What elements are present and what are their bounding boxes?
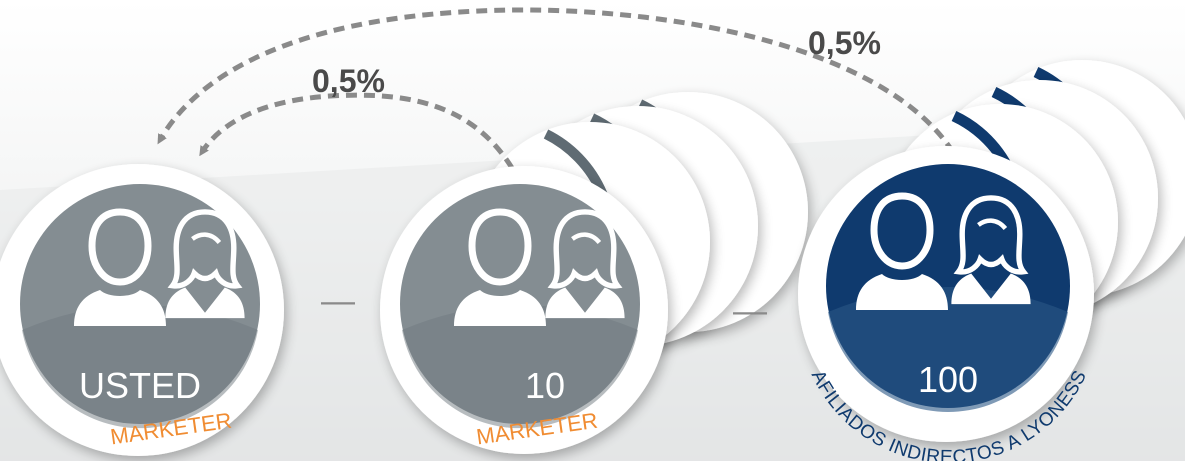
arrow-label-outer: 0,5% [808, 25, 881, 61]
node-100-number: 100 [918, 359, 978, 400]
node-usted-number: USTED [79, 365, 201, 406]
connector-dash-2: — [733, 292, 767, 330]
arrow-inner [199, 92, 515, 170]
node-10-number: 10 [525, 365, 565, 406]
arrow-label-inner: 0,5% [312, 63, 385, 99]
node-100: 100 AFILIADOS INDIRECTOS A LYONESS [798, 146, 1094, 461]
node-10: 10 MARKETER [380, 166, 668, 454]
arrow-outer [157, 7, 965, 170]
node-usted: USTED MARKETER [0, 164, 284, 456]
connector-dash-1: — [321, 282, 355, 320]
